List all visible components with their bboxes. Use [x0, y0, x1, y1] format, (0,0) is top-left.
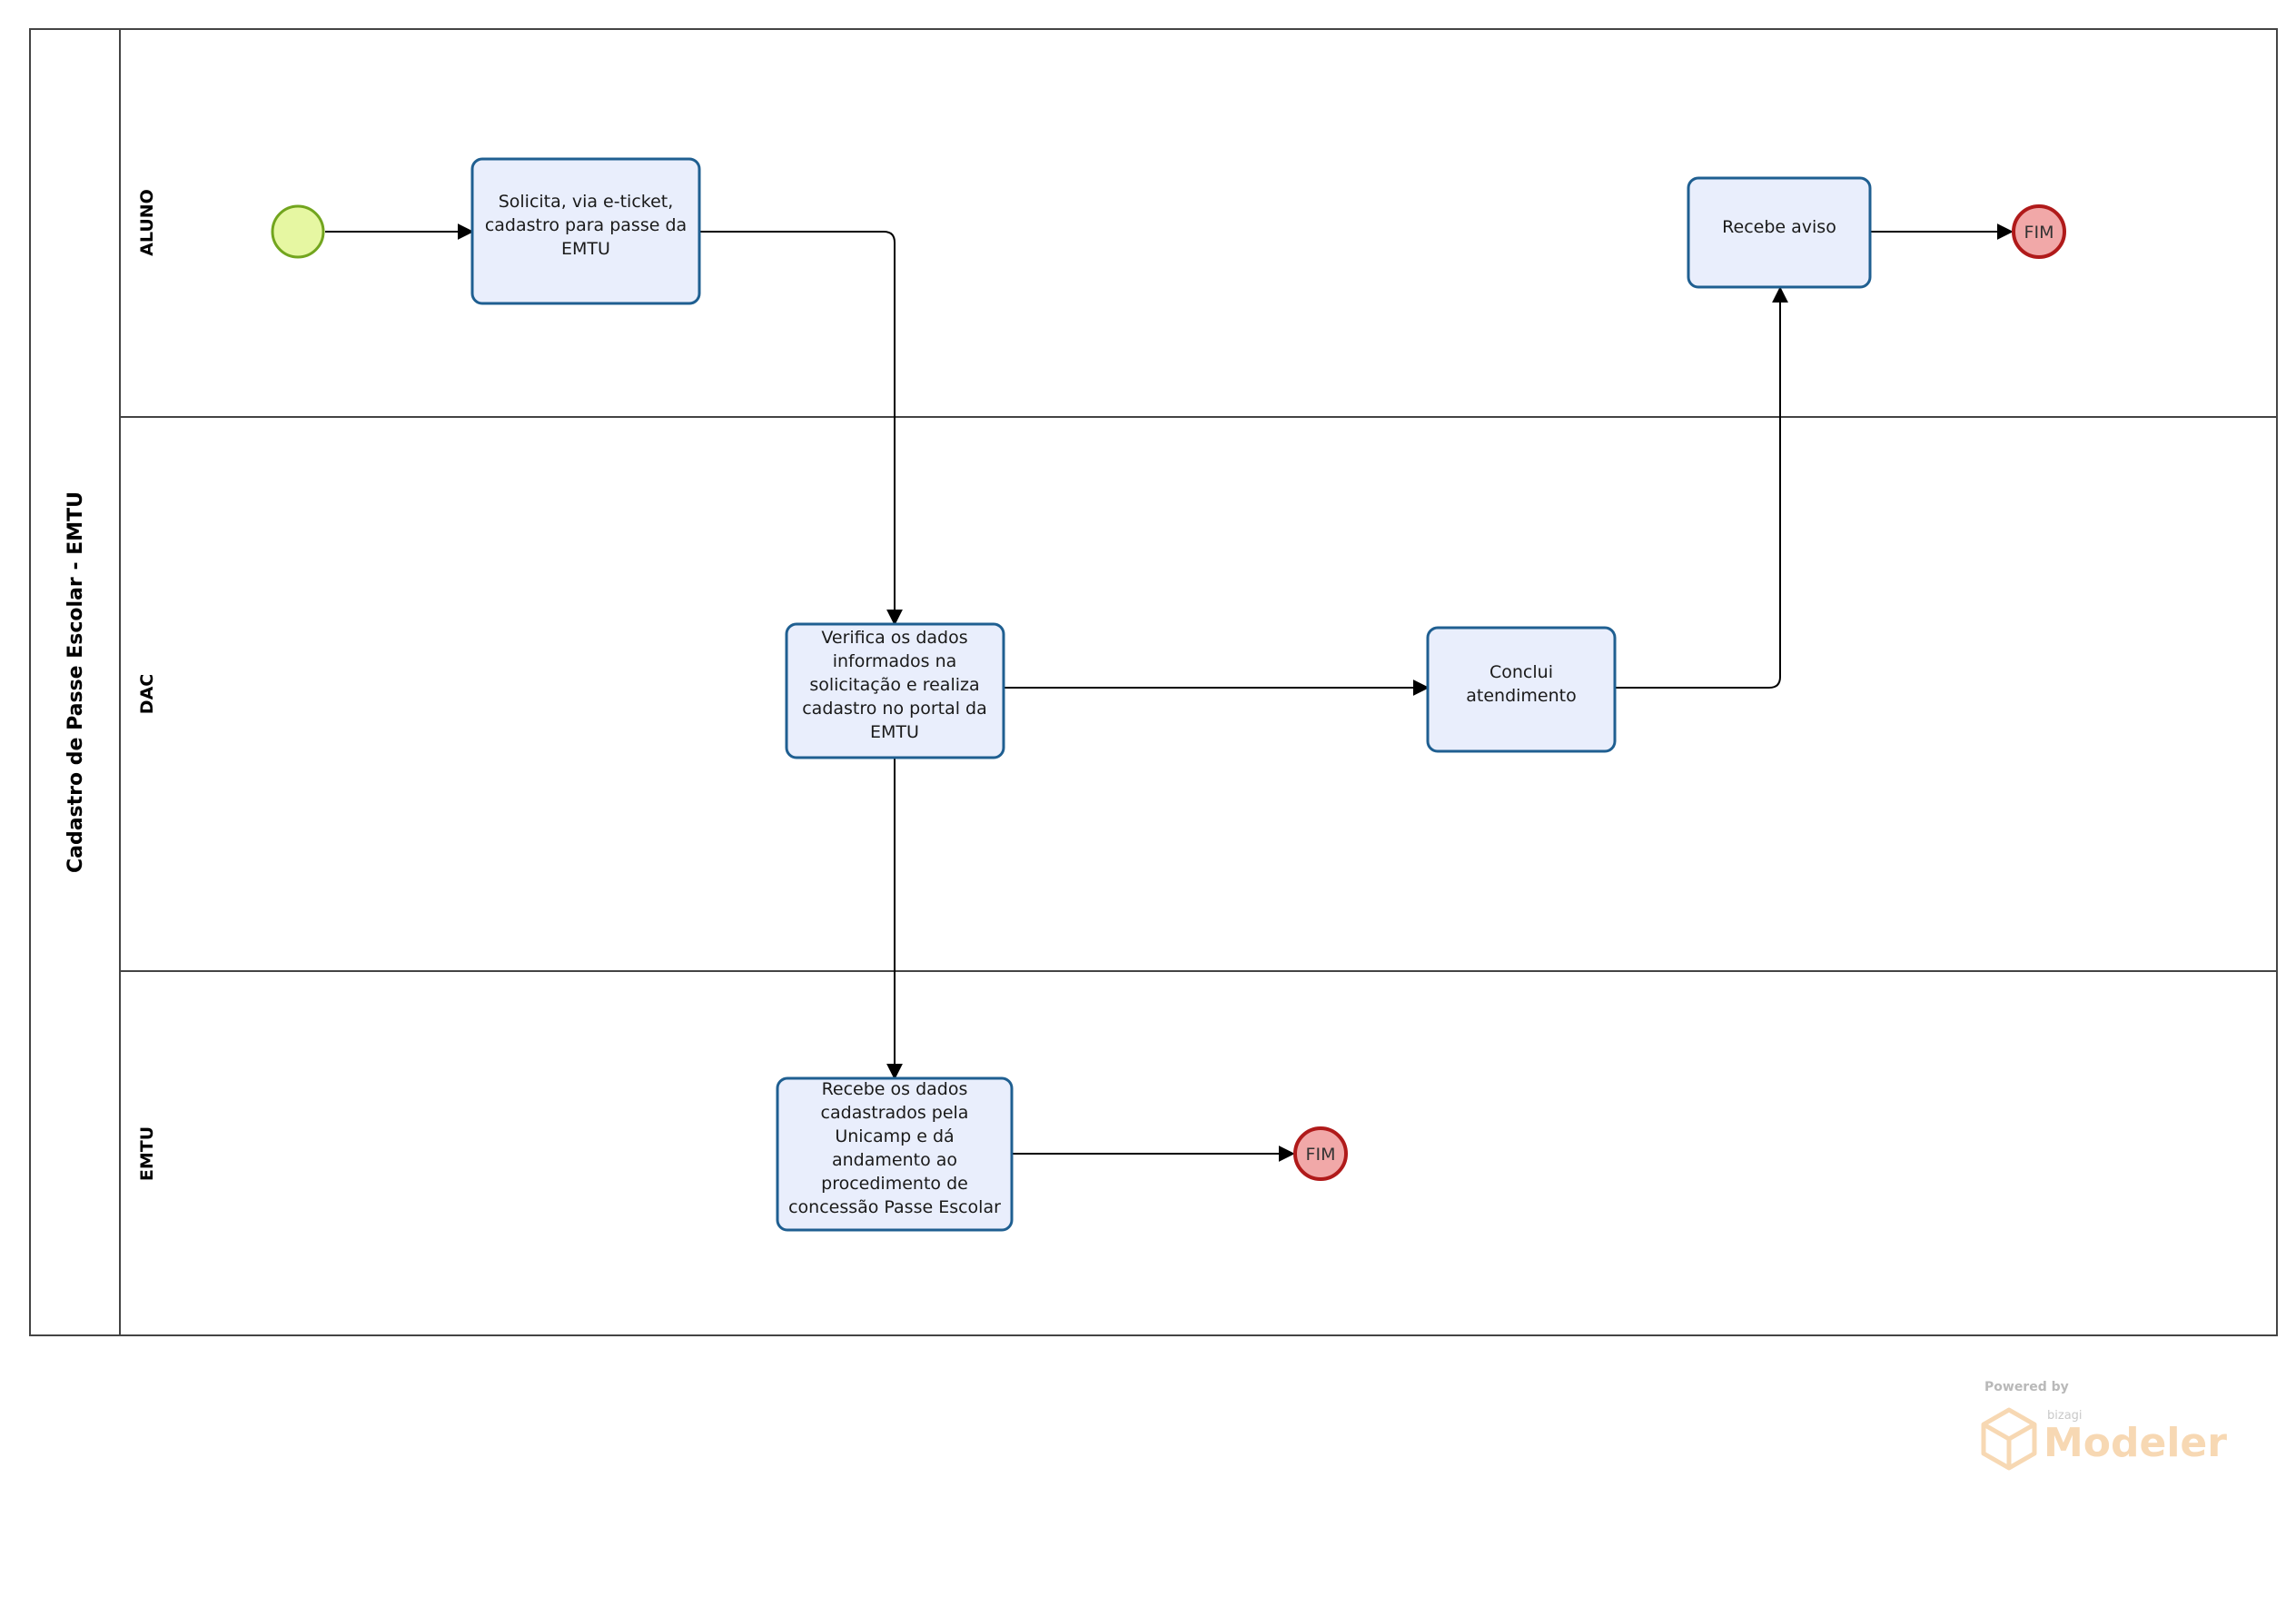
watermark-powered-by: Powered by [1984, 1380, 2069, 1394]
task-solicita-cadastro[interactable]: Solicita, via e-ticket, cadastro para pas… [470, 157, 701, 305]
end-event-emtu[interactable]: FIM [1293, 1126, 1348, 1181]
task-label-line: Recebe aviso [1722, 217, 1836, 237]
task-conclui-atendimento[interactable]: Conclui atendimento [1426, 626, 1617, 753]
end-event-emtu-label: FIM [1306, 1145, 1336, 1165]
end-event-aluno[interactable]: FIM [2012, 204, 2066, 259]
task-label-line: andamento ao [832, 1150, 957, 1170]
pool-border [29, 28, 2278, 1336]
task-label-line: Recebe os dados [822, 1079, 968, 1099]
task-verifica-dados[interactable]: Verifica os dados informados na solicitaçã… [785, 622, 1005, 759]
task-label-line: solicitação e realiza [809, 675, 979, 695]
task-label-line: Unicamp e dá [835, 1126, 954, 1146]
task-label-line: atendimento [1466, 686, 1576, 706]
task-recebe-aviso-label: Recebe aviso [1722, 217, 1836, 237]
task-label-line: Verifica os dados [821, 628, 967, 648]
task-solicita-cadastro-label: Solicita, via e-ticket, cadastro para pas… [485, 192, 687, 259]
task-verifica-dados-label: Verifica os dados informados na solicitaçã… [802, 628, 987, 742]
task-label-line: Solicita, via e-ticket, [499, 192, 674, 212]
bizagi-watermark: Powered by bizagi Modeler [1981, 1380, 2227, 1471]
task-recebe-aviso[interactable]: Recebe aviso [1687, 176, 1872, 289]
task-label-line: Conclui [1489, 662, 1553, 682]
task-label-line: procedimento de [821, 1174, 968, 1194]
watermark-brand: bizagi [2047, 1409, 2083, 1423]
task-label-line: cadastro no portal da [802, 699, 987, 719]
task-label-line: EMTU [561, 239, 610, 259]
flow-t4-to-t2 [1615, 286, 1788, 689]
task-label-line: cadastro para passe da [485, 215, 687, 235]
lane-title-aluno: ALUNO [137, 189, 157, 256]
sequence-flows [325, 223, 2014, 1162]
watermark-product: Modeler [2044, 1420, 2227, 1466]
task-label-line: concessão Passe Escolar [788, 1197, 1001, 1217]
pool-title: Cadastro de Passe Escolar - EMTU [64, 491, 87, 873]
flow-t1-to-t3 [699, 231, 903, 626]
task-label-line: informados na [833, 651, 957, 671]
start-event[interactable] [271, 204, 325, 259]
task-label-line: cadastrados pela [821, 1103, 969, 1123]
lane-title-emtu: EMTU [137, 1126, 157, 1181]
lane-title-dac: DAC [137, 674, 157, 714]
bizagi-cube-icon [1981, 1407, 2037, 1471]
task-conclui-atendimento-label: Conclui atendimento [1466, 662, 1576, 706]
task-label-line: EMTU [870, 722, 919, 742]
end-event-aluno-label: FIM [2024, 223, 2054, 243]
